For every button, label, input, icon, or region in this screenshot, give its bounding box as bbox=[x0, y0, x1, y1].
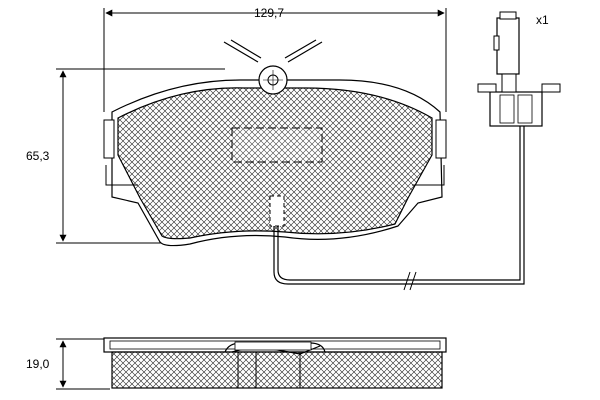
pad-front-view bbox=[103, 39, 447, 247]
height-dimension bbox=[56, 68, 225, 244]
thickness-dimension-label: 19,0 bbox=[26, 357, 50, 371]
spring-clip bbox=[223, 39, 323, 63]
sensor-plug bbox=[496, 17, 520, 75]
left-notch bbox=[103, 119, 115, 159]
friction-material bbox=[117, 87, 433, 240]
sensor-quantity-label: x1 bbox=[536, 13, 549, 27]
side-friction-material bbox=[111, 351, 443, 389]
width-dimension-label: 129,7 bbox=[254, 6, 285, 20]
sensor-cable bbox=[277, 125, 521, 281]
wear-sensor bbox=[273, 11, 561, 291]
height-dimension-label: 65,3 bbox=[26, 149, 50, 163]
pad-side-view bbox=[103, 337, 447, 389]
right-notch bbox=[435, 119, 447, 159]
center-slot-outline bbox=[231, 127, 323, 163]
thickness-dimension bbox=[56, 338, 110, 390]
width-dimension bbox=[103, 8, 447, 112]
sensor-slot bbox=[269, 195, 285, 227]
sensor-connector bbox=[489, 91, 543, 127]
